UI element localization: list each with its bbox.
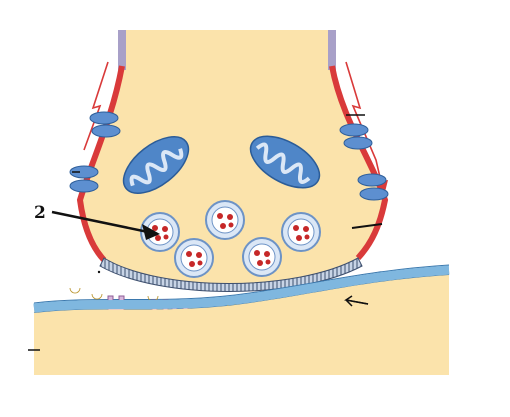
synaptic-vesicle (243, 238, 281, 276)
pointer-dot (98, 271, 100, 273)
synaptic-vesicle (282, 213, 320, 251)
synaptic-vesicle (175, 239, 213, 277)
synaptic-vesicle (206, 201, 244, 239)
label-2: 2 (34, 203, 46, 223)
